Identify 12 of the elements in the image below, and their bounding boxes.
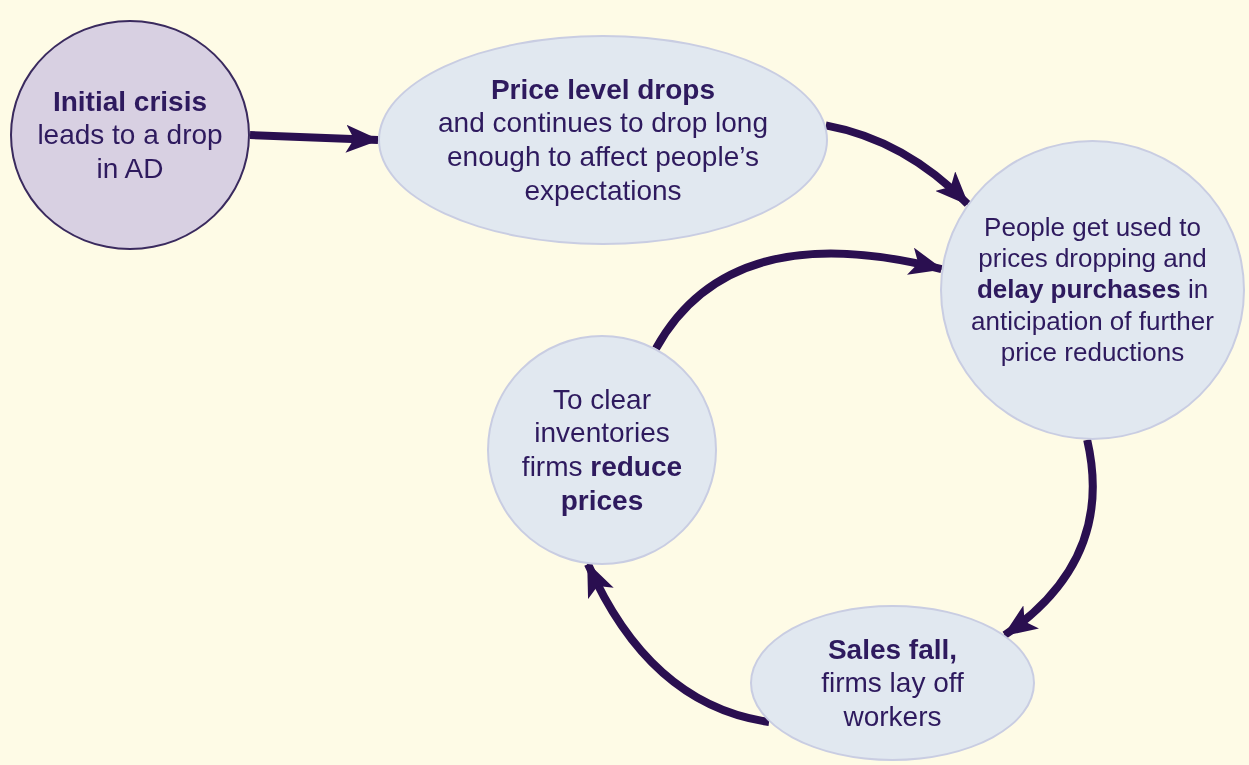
- arrow: [1002, 439, 1097, 639]
- body-text: To clear inventories firms reduce prices: [520, 382, 684, 518]
- arrow: [652, 248, 944, 351]
- arrow: [249, 124, 380, 153]
- body-text: People get used to prices dropping and delay purchases in anticipation of further price reductions: [970, 212, 1215, 368]
- body-text: and continues to drop long enough to affect people’s expectations: [437, 106, 769, 208]
- arrow: [825, 121, 971, 207]
- heading-text: Price level drops: [490, 72, 716, 107]
- body-text: leads to a drop in AD: [36, 118, 224, 186]
- heading-text: Initial crisis: [52, 84, 208, 119]
- heading-text: Sales fall,: [827, 632, 958, 667]
- body-text: firms lay off workers: [820, 666, 965, 734]
